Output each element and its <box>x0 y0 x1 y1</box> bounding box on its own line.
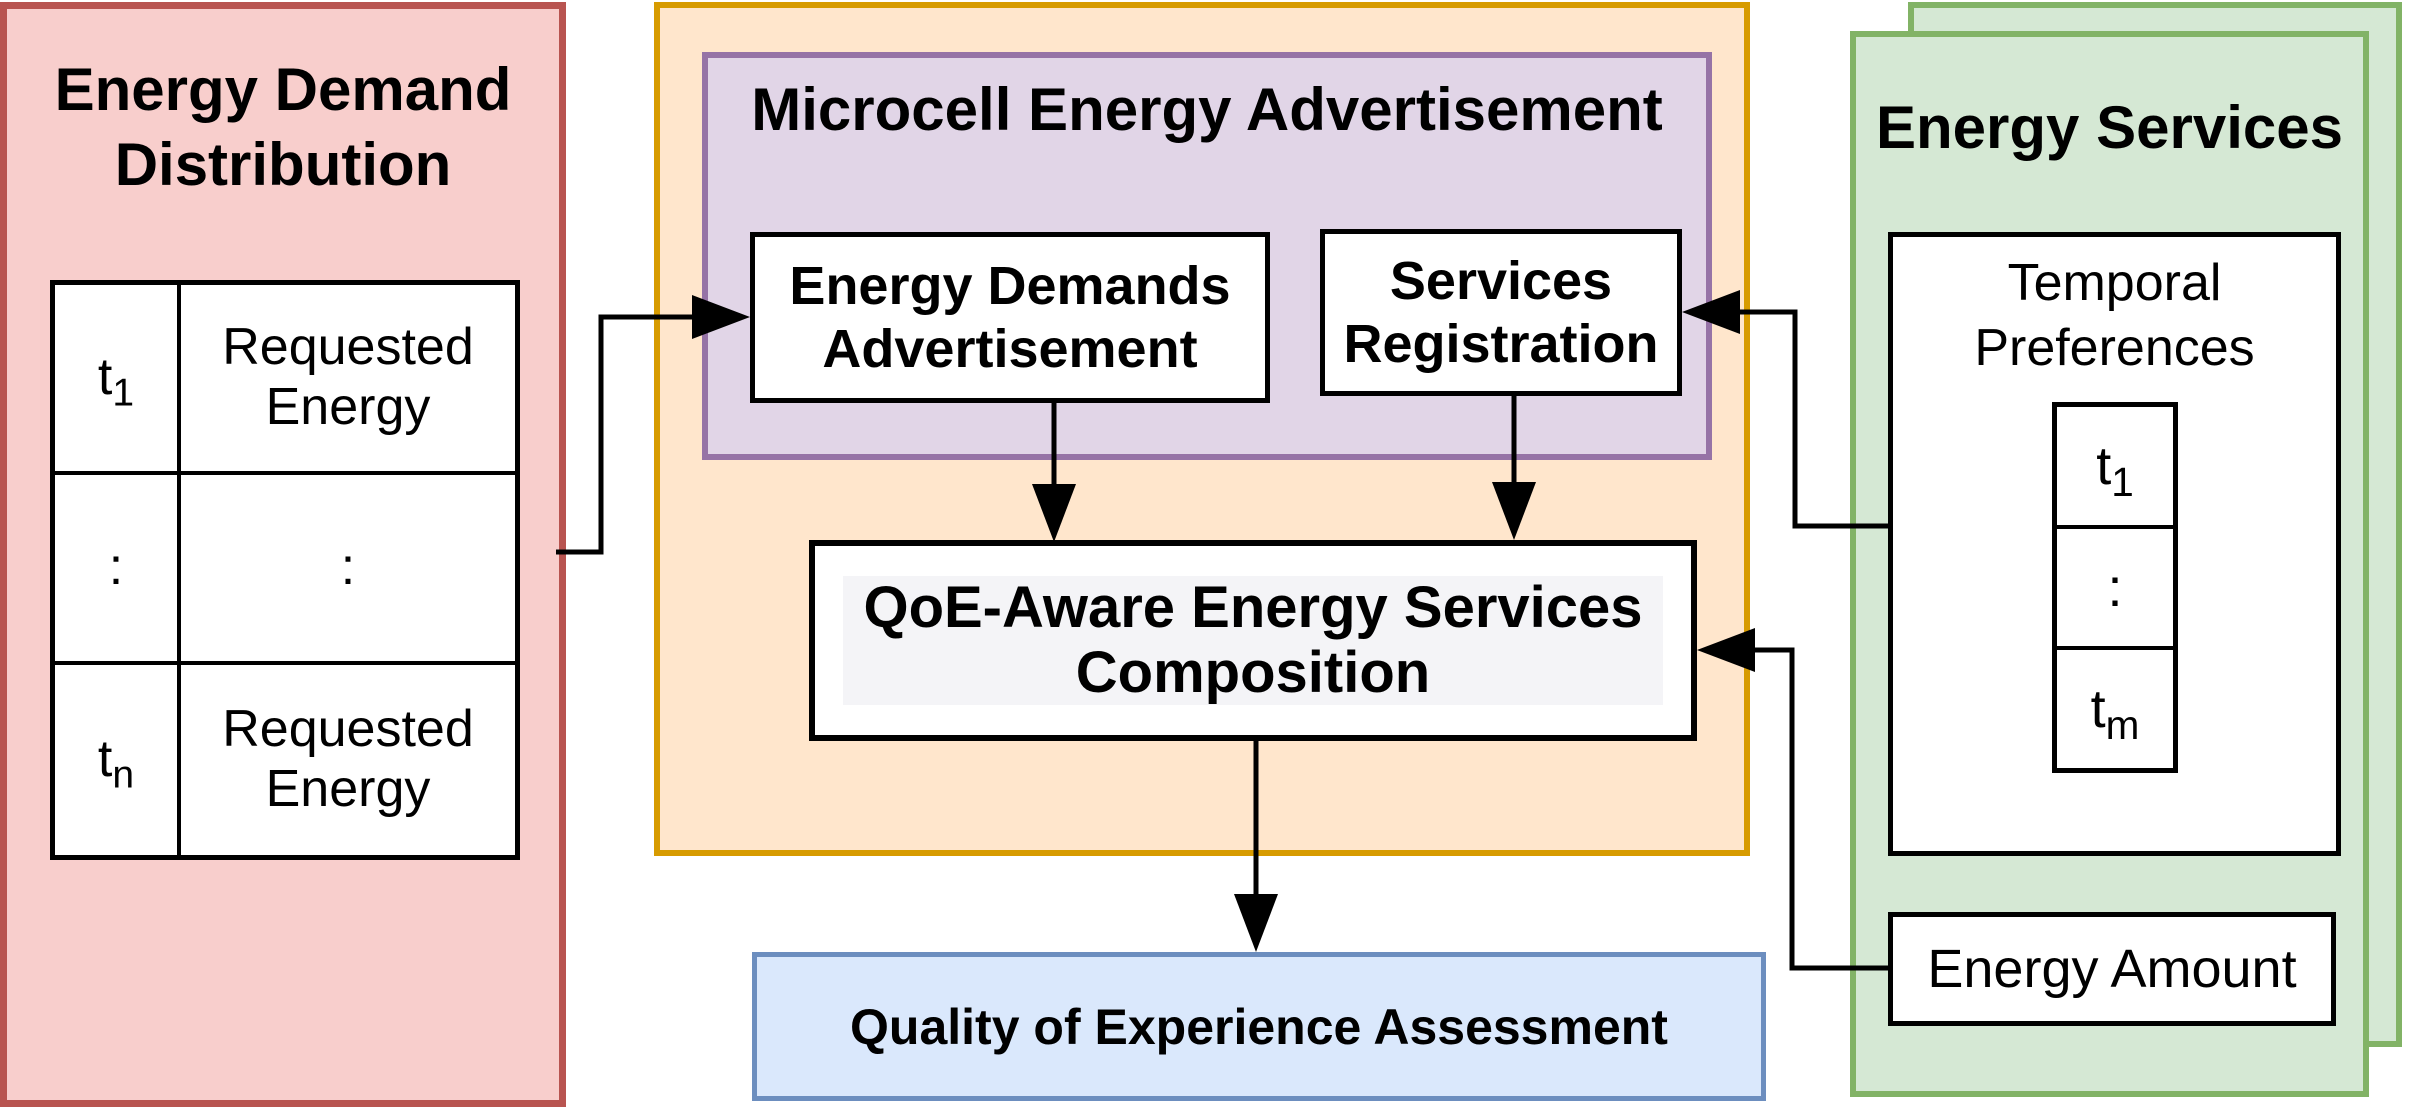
temporal-preferences-label: Temporal Preferences <box>1974 254 2255 377</box>
qoe-composition-box: QoE-Aware Energy Services Composition <box>809 540 1697 741</box>
energy-demands-advertisement-box: Energy Demands Advertisement <box>750 232 1270 403</box>
demand-table-value-cell: Requested Energy <box>222 700 474 818</box>
temporal-slots-table: t1 : tm <box>2052 402 2178 773</box>
demand-table-time-cell: tn <box>55 665 181 855</box>
qoe-composition-label: QoE-Aware Energy Services Composition <box>843 575 1663 706</box>
demand-table-value-cell: Requested Energy <box>181 285 515 475</box>
qoe-assessment-label: Quality of Experience Assessment <box>850 998 1668 1055</box>
temporal-slot-row: tm <box>2057 646 2173 768</box>
demand-table-value-cell: : <box>181 475 515 665</box>
services-registration-box: Services Registration <box>1320 229 1682 396</box>
demand-table: t1 Requested Energy : : tn Requested Ene… <box>50 280 520 860</box>
qoe-assessment-box: Quality of Experience Assessment <box>752 952 1766 1101</box>
demand-table-time-cell: : <box>55 475 181 665</box>
energy-demand-distribution-title: Energy Demand Distribution <box>54 56 512 198</box>
temporal-slot-row: : <box>2057 524 2173 647</box>
temporal-slot-row: t1 <box>2096 435 2134 505</box>
advertisement-group-title: Microcell Energy Advertisement <box>751 76 1663 143</box>
energy-services-title: Energy Services <box>1876 94 2343 161</box>
demand-table-time-cell: t1 <box>55 285 181 475</box>
energy-amount-box: Energy Amount <box>1888 912 2336 1026</box>
